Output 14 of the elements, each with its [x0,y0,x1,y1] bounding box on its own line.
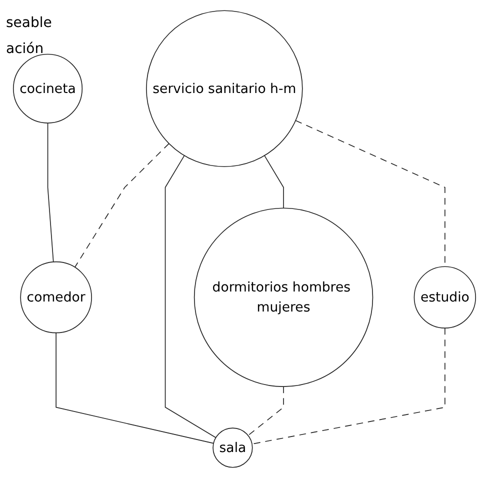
node-circle: comedor [20,260,92,333]
connector [56,332,214,444]
connector [248,386,284,436]
note-text: seable [6,14,52,33]
connector [47,122,54,262]
connector [264,154,284,208]
connector [74,142,170,268]
node-circle: servicio sanitario h-m [146,10,303,167]
node-circle: dormitorios hombres mujeres [194,207,374,386]
connector [252,327,446,444]
node-circle: cocineta [12,53,83,123]
node-circle: estudio [414,266,476,328]
connector [164,154,216,438]
node-circle: sala [212,427,253,468]
